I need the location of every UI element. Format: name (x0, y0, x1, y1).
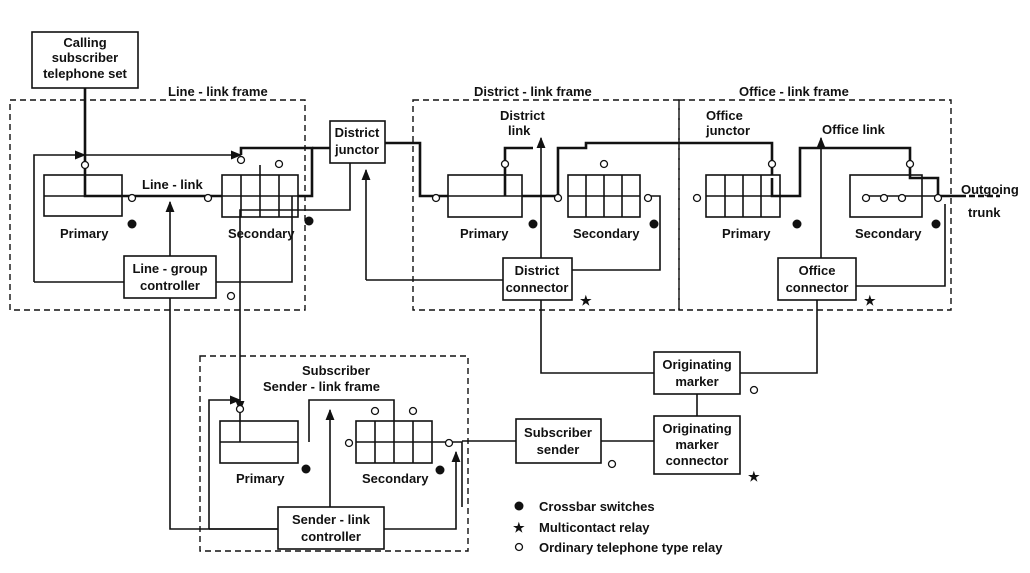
office-junctor-label-1: Office (706, 108, 743, 123)
outgoing-trunk-label-1: Outgoing (961, 182, 1019, 197)
originating-marker-connector-box (653, 415, 741, 475)
office-connector-label-1: Office (799, 263, 836, 278)
district-secondary-label: Secondary (573, 226, 640, 241)
legend-ordinary-label: Ordinary telephone type relay (539, 540, 723, 555)
district-link-frame-label: District - link frame (474, 84, 592, 99)
subscriber-sender-label-1: Subscriber (524, 425, 592, 440)
line-link-label: Line - link (142, 177, 203, 192)
originating-marker-box (653, 351, 741, 395)
sender-primary-label: Primary (236, 471, 285, 486)
calling-set-label-1: Calling (63, 35, 106, 50)
office-junctor-label-2: junctor (705, 123, 750, 138)
sender-link-frame-label-2: Sender - link frame (263, 379, 380, 394)
multicontact-star-office: ★ (864, 293, 876, 308)
originating-marker-label-2: marker (675, 374, 718, 389)
district-connector-label-2: connector (506, 280, 569, 295)
office-link-label: Office link (822, 122, 886, 137)
calling-telephone-set-box (31, 31, 139, 89)
legend-multicontact-label: Multicontact relay (539, 520, 650, 535)
subscriber-sender-link-frame (199, 355, 469, 552)
multicontact-star-marker-connector: ★ (748, 469, 760, 484)
line-link-primary-label: Primary (60, 226, 109, 241)
legend-ordinary-symbol (514, 542, 524, 552)
originating-marker-connector-label-3: connector (666, 453, 729, 468)
legend-multicontact-symbol: ★ (513, 520, 525, 535)
calling-set-label-3: telephone set (43, 66, 127, 81)
district-connector-box (502, 257, 573, 301)
district-link-label-2: link (508, 123, 531, 138)
sender-link-frame-label-1: Subscriber (302, 363, 370, 378)
office-connector-label-2: connector (786, 280, 849, 295)
line-group-controller-label-2: controller (140, 278, 200, 293)
sender-secondary-label: Secondary (362, 471, 429, 486)
originating-marker-connector-label-2: marker (675, 437, 718, 452)
line-group-controller-label-1: Line - group (132, 261, 207, 276)
subscriber-sender-label-2: sender (537, 442, 580, 457)
office-primary-label: Primary (722, 226, 771, 241)
subscriber-sender-box (515, 418, 602, 464)
originating-marker-connector-label-1: Originating (662, 421, 731, 436)
line-link-frame (9, 99, 306, 311)
legend-crossbar-symbol (514, 501, 524, 511)
office-link-frame (678, 99, 952, 311)
sender-link-controller-label-2: controller (301, 529, 361, 544)
district-link-frame (412, 99, 680, 311)
office-secondary-label: Secondary (855, 226, 922, 241)
district-junctor-box (329, 120, 386, 164)
outgoing-trunk-label-2: trunk (968, 205, 1001, 220)
calling-set-label-2: subscriber (52, 50, 118, 65)
district-primary-label: Primary (460, 226, 509, 241)
sender-link-controller-label-1: Sender - link (292, 512, 371, 527)
district-junctor-label-1: District (335, 125, 380, 140)
district-connector-label-1: District (515, 263, 560, 278)
line-link-secondary-label: Secondary (228, 226, 295, 241)
legend-crossbar-label: Crossbar switches (539, 499, 655, 514)
district-link-label-1: District (500, 108, 545, 123)
multicontact-star-district: ★ (580, 293, 592, 308)
originating-marker-label-1: Originating (662, 357, 731, 372)
line-link-frame-label: Line - link frame (168, 84, 268, 99)
sender-link-controller-box (277, 506, 385, 550)
office-link-frame-label: Office - link frame (739, 84, 849, 99)
district-junctor-label-2: junctor (334, 142, 379, 157)
